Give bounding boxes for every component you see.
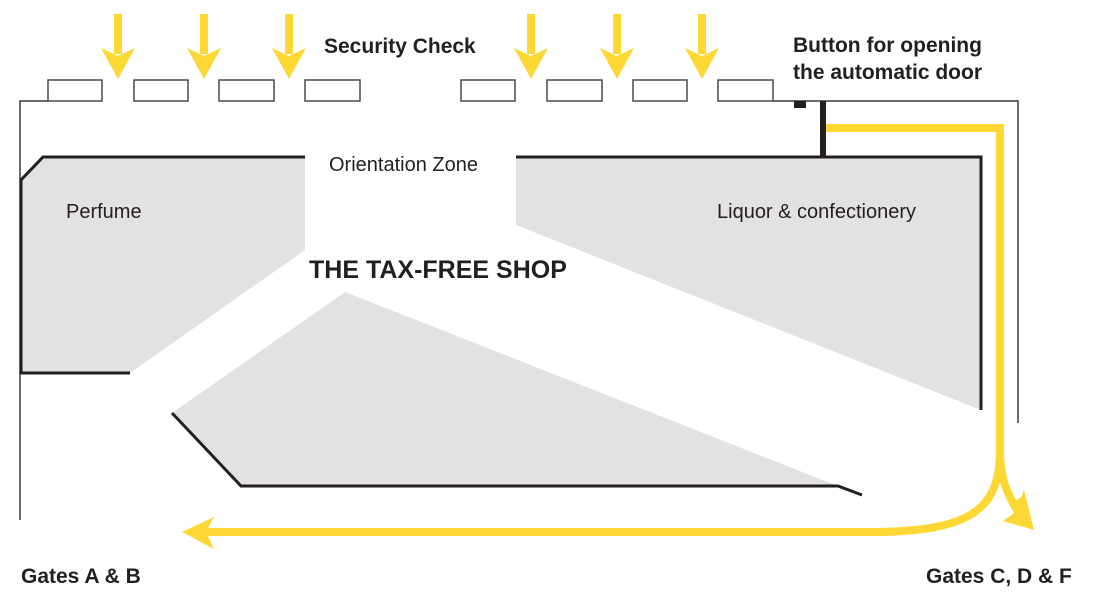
security-booth [546, 79, 603, 102]
security-booth [218, 79, 275, 102]
automatic-door-divider [820, 101, 826, 157]
outer-wall-right [773, 100, 1019, 423]
left-arrow-icon [182, 517, 214, 549]
security-check-label: Security Check [324, 35, 476, 58]
wall-liquor [516, 155, 983, 410]
down-arrow-icon [187, 14, 221, 79]
route-path [205, 124, 1022, 536]
down-arrow-icon [685, 14, 719, 79]
center-display-zone[interactable] [172, 292, 838, 486]
security-booth [632, 79, 688, 102]
liquor-zone[interactable] [516, 157, 981, 410]
wall-center-display [170, 411, 863, 497]
liquor-label: Liquor & confectionery [717, 201, 917, 223]
shop-title: THE TAX-FREE SHOP [309, 256, 567, 284]
down-right-arrow-icon-head [1003, 490, 1034, 530]
wall-perfume [19, 155, 305, 375]
security-booth [47, 79, 103, 102]
gates-cdf-label[interactable]: Gates C, D & F [926, 565, 1072, 588]
route-segment-door [826, 124, 1004, 455]
route-segment-to-gates-cdf [996, 449, 1022, 515]
down-arrow-icon [101, 14, 135, 79]
down-arrow-icon [272, 14, 306, 79]
door-button-label-line2: the automatic door [793, 61, 983, 84]
down-arrow-icon [514, 14, 548, 79]
outer-wall-left [19, 100, 48, 520]
orientation-zone-label: Orientation Zone [329, 154, 478, 176]
security-booth [133, 79, 189, 102]
perfume-zone[interactable] [21, 157, 305, 373]
security-booth [460, 79, 516, 102]
gates-ab-label[interactable]: Gates A & B [21, 565, 141, 588]
security-booths [47, 79, 774, 102]
perfume-label: Perfume [66, 201, 142, 223]
door-button-label: Button for opening the automatic door [793, 32, 982, 86]
security-booth [717, 79, 774, 102]
security-arrows [101, 14, 719, 79]
door-button-label-line1: Button for opening [793, 34, 982, 57]
shop-walls [19, 155, 983, 497]
down-arrow-icon [600, 14, 634, 79]
door-button-icon[interactable] [794, 101, 806, 108]
security-booth [304, 79, 361, 102]
